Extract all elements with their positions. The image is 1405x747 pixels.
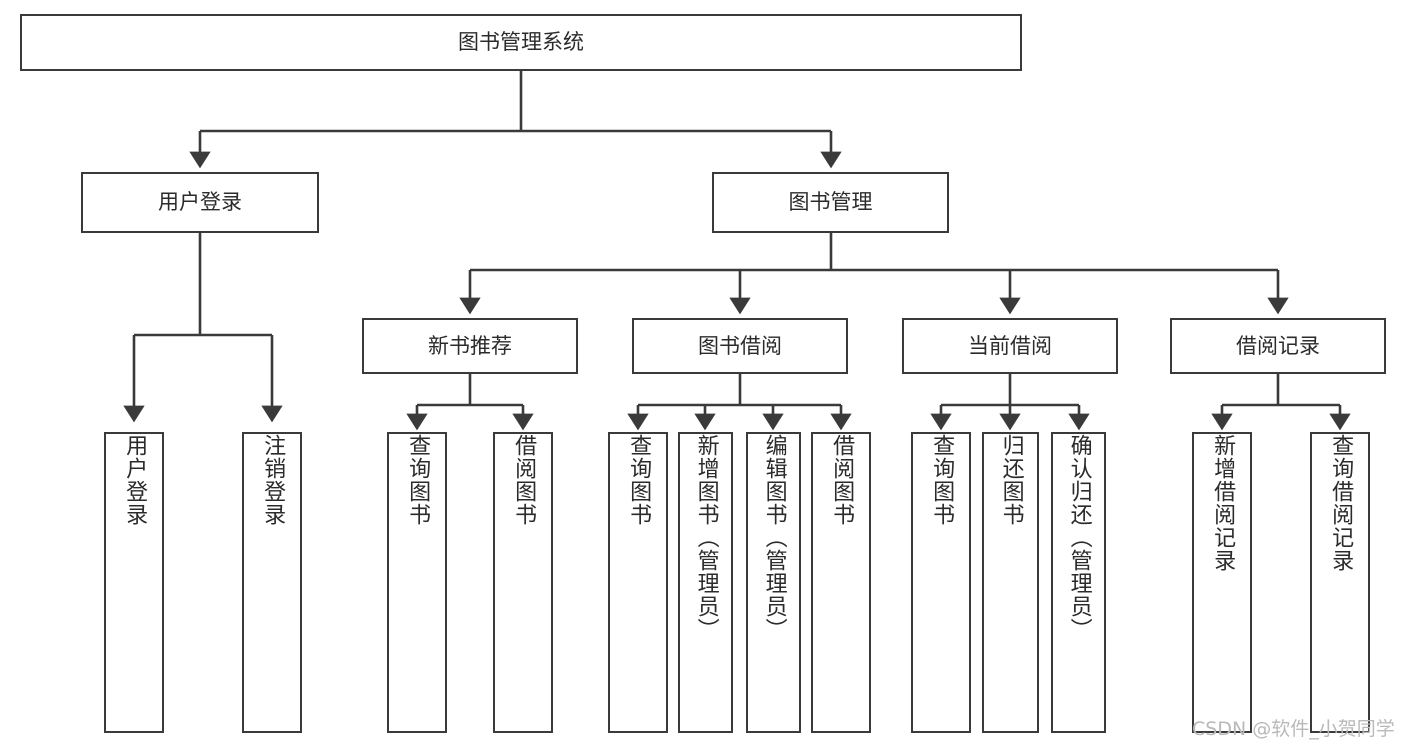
node-current-borrow[interactable]: 当前借阅 bbox=[902, 318, 1118, 374]
node-leaf-query-book-newbook[interactable]: 查询图书 bbox=[387, 432, 447, 733]
node-book-borrow[interactable]: 图书借阅 bbox=[632, 318, 848, 374]
node-label: 注销登录 bbox=[260, 434, 286, 526]
node-user-login[interactable]: 用户登录 bbox=[81, 172, 319, 233]
node-label: 借阅图书 bbox=[829, 434, 855, 526]
node-leaf-add-book[interactable]: 新增图书（管理员） bbox=[678, 432, 733, 733]
node-label: 用户登录 bbox=[122, 434, 148, 526]
node-leaf-borrow-book-newbook[interactable]: 借阅图书 bbox=[493, 432, 553, 733]
node-leaf-edit-book[interactable]: 编辑图书（管理员） bbox=[746, 432, 801, 733]
node-leaf-user-login[interactable]: 用户登录 bbox=[104, 432, 164, 733]
node-book-management[interactable]: 图书管理 bbox=[712, 172, 949, 233]
node-label: 归还图书 bbox=[998, 434, 1024, 526]
node-label: 确认归还（管理员） bbox=[1066, 434, 1092, 641]
node-label: 当前借阅 bbox=[968, 333, 1052, 358]
node-label: 借阅记录 bbox=[1236, 333, 1320, 358]
node-label: 图书管理 bbox=[788, 190, 873, 215]
node-leaf-confirm-return[interactable]: 确认归还（管理员） bbox=[1051, 432, 1106, 733]
node-root-system[interactable]: 图书管理系统 bbox=[20, 14, 1022, 71]
node-label: 查询图书 bbox=[626, 434, 652, 526]
node-label: 图书管理系统 bbox=[458, 30, 584, 55]
node-leaf-query-book-current[interactable]: 查询图书 bbox=[911, 432, 971, 733]
node-label: 查询图书 bbox=[405, 434, 431, 526]
node-leaf-borrow-book[interactable]: 借阅图书 bbox=[811, 432, 871, 733]
node-label: 借阅图书 bbox=[511, 434, 537, 526]
node-label: 新增图书（管理员） bbox=[693, 434, 719, 641]
csdn-watermark: CSDN @软件_小贺同学 bbox=[1192, 718, 1395, 740]
node-label: 新增借阅记录 bbox=[1210, 434, 1236, 572]
node-label: 用户登录 bbox=[158, 190, 242, 215]
node-label: 新书推荐 bbox=[428, 333, 512, 358]
node-label: 查询图书 bbox=[929, 434, 955, 526]
node-new-book-recommend[interactable]: 新书推荐 bbox=[362, 318, 578, 374]
node-leaf-user-logout[interactable]: 注销登录 bbox=[242, 432, 302, 733]
node-borrow-records[interactable]: 借阅记录 bbox=[1170, 318, 1386, 374]
node-label: 查询借阅记录 bbox=[1328, 434, 1354, 572]
node-leaf-query-book-borrow[interactable]: 查询图书 bbox=[608, 432, 668, 733]
node-label: 图书借阅 bbox=[698, 333, 782, 358]
node-leaf-add-record[interactable]: 新增借阅记录 bbox=[1192, 432, 1252, 733]
node-leaf-query-record[interactable]: 查询借阅记录 bbox=[1310, 432, 1370, 733]
node-label: 编辑图书（管理员） bbox=[761, 434, 787, 641]
node-leaf-return-book[interactable]: 归还图书 bbox=[982, 432, 1039, 733]
